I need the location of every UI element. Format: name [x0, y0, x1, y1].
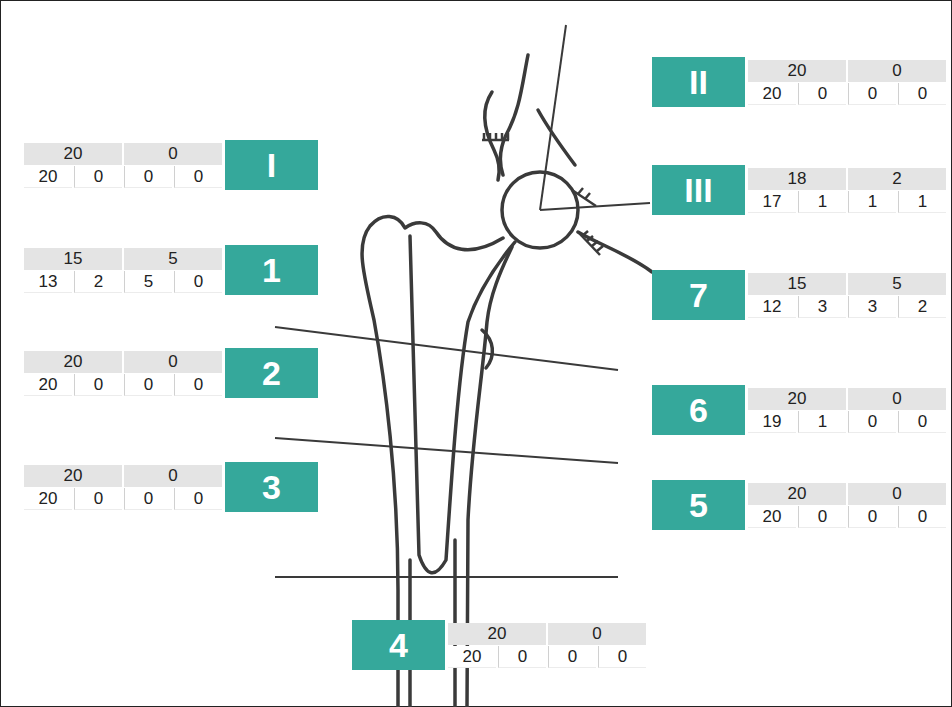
table-cell: 20 [24, 488, 72, 510]
table-cell: 17 [748, 191, 796, 213]
table-cell: 0 [174, 271, 222, 293]
zone-number: 5 [689, 488, 708, 522]
table-cell: 20 [24, 465, 122, 487]
zone-line [540, 25, 566, 210]
table-cell: 0 [848, 388, 946, 410]
table-cell: 0 [74, 488, 122, 510]
zone-line [540, 203, 650, 210]
table-cell: 0 [74, 374, 122, 396]
table-cell: 0 [548, 646, 596, 668]
table-cell: 1 [898, 191, 946, 213]
table-cell: 15 [24, 248, 122, 270]
table-cell: 2 [848, 168, 946, 190]
table-cell: 5 [124, 248, 222, 270]
table-cell: 20 [748, 483, 846, 505]
zone-number: II [689, 65, 708, 99]
table-cell: 0 [848, 483, 946, 505]
zone-number: I [267, 148, 276, 182]
zone-number: 4 [389, 628, 408, 662]
table-cell: 13 [24, 271, 72, 293]
table-cell: 20 [748, 506, 796, 528]
table-cell: 20 [24, 166, 72, 188]
table-cell: 0 [898, 83, 946, 105]
table-cell: 0 [124, 143, 222, 165]
table-cell: 20 [748, 388, 846, 410]
table-cell: 15 [748, 273, 846, 295]
zone-label: 4 [352, 620, 445, 670]
table-cell: 5 [124, 271, 172, 293]
table-cell: 18 [748, 168, 846, 190]
table-cell: 1 [848, 191, 896, 213]
zone-label: III [652, 165, 745, 215]
table-cell: 2 [74, 271, 122, 293]
table-cell: 20 [24, 143, 122, 165]
table-cell: 0 [898, 411, 946, 433]
zone-number: 2 [262, 356, 281, 390]
zone-label: 5 [652, 480, 745, 530]
zone-label: 1 [225, 245, 318, 295]
table-cell: 0 [548, 623, 646, 645]
table-cell: 20 [24, 351, 122, 373]
table-cell: 5 [848, 273, 946, 295]
table-cell: 0 [498, 646, 546, 668]
table-cell: 0 [124, 465, 222, 487]
table-cell: 0 [174, 166, 222, 188]
zone-number: 3 [262, 470, 281, 504]
table-cell: 0 [124, 351, 222, 373]
table-cell: 0 [174, 488, 222, 510]
lesion-outline [482, 330, 492, 368]
table-cell: 19 [748, 411, 796, 433]
table-cell: 3 [798, 296, 846, 318]
table-cell: 1 [798, 191, 846, 213]
table-cell: 0 [598, 646, 646, 668]
zone-line [275, 576, 618, 578]
table-cell: 20 [24, 374, 72, 396]
femur-drawing [362, 55, 652, 707]
table-cell: 1 [798, 411, 846, 433]
table-cell: 20 [448, 646, 496, 668]
table-cell: 0 [74, 166, 122, 188]
table-cell: 0 [798, 506, 846, 528]
pelvis-outline [485, 92, 500, 180]
zone-line [275, 327, 618, 370]
zone-label: II [652, 57, 745, 107]
zone-label: 7 [652, 270, 745, 320]
zone-number: 7 [689, 278, 708, 312]
table-cell: 12 [748, 296, 796, 318]
pelvis-outline [500, 55, 528, 175]
table-cell: 0 [848, 411, 896, 433]
table-cell: 0 [124, 374, 172, 396]
table-cell: 0 [798, 83, 846, 105]
table-cell: 20 [448, 623, 546, 645]
pelvis-outline [578, 232, 652, 272]
zone-label: 3 [225, 462, 318, 512]
table-cell: 20 [748, 60, 846, 82]
table-cell: 2 [898, 296, 946, 318]
zone-number: 1 [262, 253, 281, 287]
pelvis-outline [538, 110, 575, 165]
zone-label: 6 [652, 385, 745, 435]
table-cell: 0 [174, 374, 222, 396]
table-cell: 0 [848, 506, 896, 528]
stem-outline [410, 236, 515, 573]
zone-number: 6 [689, 393, 708, 427]
table-cell: 20 [748, 83, 796, 105]
table-cell: 0 [848, 83, 896, 105]
zone-number: III [684, 173, 712, 207]
table-cell: 0 [124, 488, 172, 510]
table-cell: 0 [124, 166, 172, 188]
zone-label: 2 [225, 348, 318, 398]
table-cell: 0 [898, 506, 946, 528]
zone-lines [275, 25, 650, 577]
zone-label: I [225, 140, 318, 190]
zone-line [275, 438, 618, 463]
table-cell: 0 [848, 60, 946, 82]
table-cell: 3 [848, 296, 896, 318]
